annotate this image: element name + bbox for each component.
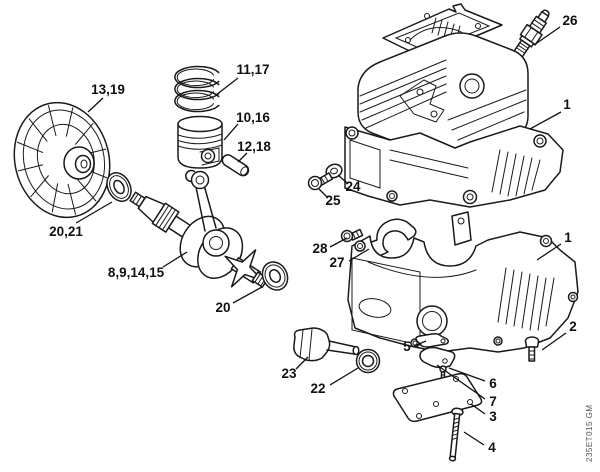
leader-lines: [75, 26, 567, 446]
spark-plug-drawing: [512, 9, 550, 61]
callout-seal-20-21: 20,21: [49, 224, 83, 239]
callout-flywheel-13-19: 13,19: [91, 82, 125, 97]
lower-crankcase-drawing: [347, 211, 579, 353]
callout-boot-23: 23: [281, 366, 297, 381]
callout-gasket-7: 7: [489, 394, 497, 409]
piston-rings-drawing: [174, 65, 220, 113]
callout-washer-24: 24: [345, 179, 361, 194]
crankshaft-seal-left-drawing: [106, 172, 132, 202]
callout-spark-plug-26: 26: [562, 13, 578, 28]
cover-plate-3-drawing: [392, 372, 483, 423]
gasket-7-drawing: [419, 346, 456, 369]
seal-ring-22-drawing: [355, 348, 381, 374]
callout-screw-4: 4: [488, 440, 496, 455]
callout-screw-25: 25: [325, 193, 341, 208]
callout-crankshaft-8-9-14-15: 8,9,14,15: [108, 265, 165, 280]
flywheel-drawing: [13, 101, 111, 219]
callout-screw-6: 6: [489, 376, 497, 391]
screw-2-drawing: [524, 336, 540, 362]
crankshaft-seal-right-drawing: [261, 261, 289, 291]
callout-pin-12-18: 12,18: [237, 139, 271, 154]
callout-gasket-5: 5: [403, 339, 411, 354]
callout-clamp-27: 27: [329, 255, 344, 270]
crankshaft-drawing: [129, 170, 269, 288]
callout-seal-20: 20: [215, 300, 230, 315]
callout-plate-3: 3: [489, 409, 497, 424]
cylinder-drawing: [357, 32, 529, 161]
upper-crankcase-drawing: [344, 125, 564, 208]
callout-crankcase-upper-1: 1: [563, 97, 571, 112]
callout-piston-10-16: 10,16: [236, 110, 270, 125]
callout-rings-11-17: 11,17: [236, 62, 269, 77]
callout-crankcase-lower-1: 1: [564, 230, 572, 245]
callout-screw-28: 28: [312, 241, 328, 256]
piston-pin-drawing: [221, 154, 250, 177]
screw-4-drawing: [448, 407, 464, 462]
drawing-code: 235ET015 GM: [585, 404, 594, 462]
callout-ring-22: 22: [310, 381, 325, 396]
piston-drawing: [177, 115, 223, 183]
screw-25-drawing: [307, 172, 334, 191]
callout-screw-2: 2: [569, 319, 577, 334]
gasket-5-drawing: [415, 333, 450, 348]
intake-boot-23-drawing: [293, 327, 360, 362]
